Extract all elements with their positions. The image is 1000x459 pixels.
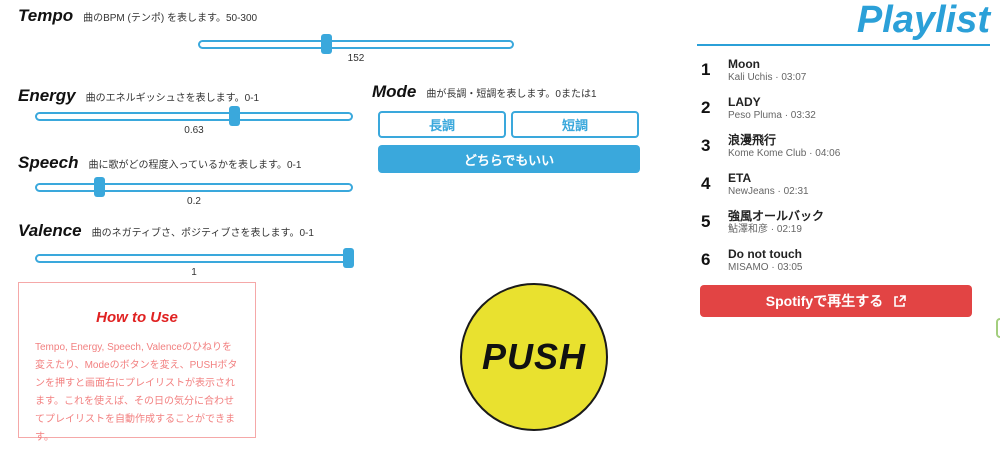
track-title: 浪漫飛行 (728, 133, 777, 147)
valence-value: 1 (191, 267, 197, 278)
tempo-slider-thumb[interactable] (321, 34, 333, 54)
mode-heading: Mode 曲が長調・短調を表します。0または1 (372, 82, 597, 102)
mode-label: Mode (372, 82, 417, 101)
track-row: 5 強風オールバック 鮎澤和彦 · 02:19 (701, 209, 973, 236)
track-subtitle: Kali Uchis · 03:07 (728, 72, 807, 83)
mode-major-button[interactable]: 長調 (378, 111, 506, 138)
speech-slider-thumb[interactable] (93, 177, 105, 197)
track-index: 2 (701, 98, 711, 117)
energy-description: 曲のエネルギッシュさを表します。0-1 (85, 93, 260, 104)
how-to-use-box: How to Use Tempo, Energy, Speech, Valenc… (18, 282, 256, 443)
track-index: 3 (701, 136, 711, 155)
energy-slider-thumb[interactable] (228, 106, 240, 126)
speech-heading: Speech 曲に歌がどの程度入っているかを表します。0-1 (18, 153, 301, 173)
playlist-divider (697, 44, 990, 46)
track-subtitle: Peso Pluma · 03:32 (728, 110, 816, 121)
tempo-label: Tempo (18, 6, 74, 25)
spotify-play-label: Spotifyで再生する (765, 293, 884, 309)
energy-slider[interactable] (35, 106, 353, 126)
track-subtitle: 鮎澤和彦 · 02:19 (728, 224, 802, 235)
speech-slider[interactable] (35, 177, 353, 197)
how-to-use-body: Tempo, Energy, Speech, Valenceのひねりを変えたり、… (35, 342, 238, 443)
track-index: 4 (701, 174, 711, 193)
tempo-heading: Tempo 曲のBPM (テンポ) を表します。50-300 (18, 6, 257, 26)
tempo-value: 152 (347, 53, 365, 64)
track-title: Do not touch (728, 247, 802, 261)
how-to-use-title: How to Use (96, 309, 178, 326)
mode-either-button[interactable]: どちらでもいい (378, 145, 640, 173)
track-row: 6 Do not touch MISAMO · 03:05 (701, 247, 973, 274)
valence-label: Valence (18, 221, 82, 240)
track-subtitle: NewJeans · 02:31 (728, 186, 809, 197)
valence-slider-thumb[interactable] (343, 248, 354, 268)
energy-heading: Energy 曲のエネルギッシュさを表します。0-1 (18, 86, 259, 106)
track-title: Moon (728, 57, 760, 71)
spotify-play-button[interactable]: Spotifyで再生する (700, 285, 972, 317)
track-title: 強風オールバック (728, 209, 825, 223)
tempo-slider[interactable] (198, 34, 514, 54)
valence-heading: Valence 曲のネガティブさ、ポジティブさを表します。0-1 (18, 221, 314, 241)
energy-label: Energy (18, 86, 76, 105)
tempo-description: 曲のBPM (テンポ) を表します。50-300 (83, 13, 258, 24)
track-subtitle: Kome Kome Club · 04:06 (728, 148, 841, 159)
track-row: 4 ETA NewJeans · 02:31 (701, 171, 973, 198)
track-row: 2 LADY Peso Pluma · 03:32 (701, 95, 973, 122)
track-row: 1 Moon Kali Uchis · 03:07 (701, 57, 973, 84)
valence-slider[interactable] (35, 248, 354, 268)
speech-value: 0.2 (187, 196, 201, 207)
track-subtitle: MISAMO · 03:05 (728, 262, 803, 273)
track-index: 6 (701, 250, 711, 269)
track-title: LADY (728, 95, 761, 109)
track-index: 1 (701, 60, 711, 79)
track-index: 5 (701, 212, 711, 231)
external-link-icon (893, 294, 907, 308)
energy-value: 0.63 (184, 125, 204, 136)
speech-label: Speech (18, 153, 79, 172)
track-title: ETA (728, 171, 752, 185)
mode-description: 曲が長調・短調を表します。0または1 (426, 89, 597, 100)
mode-minor-button[interactable]: 短調 (511, 111, 639, 138)
valence-description: 曲のネガティブさ、ポジティブさを表します。0-1 (91, 228, 314, 239)
speech-description: 曲に歌がどの程度入っているかを表します。0-1 (88, 160, 302, 171)
playlist-tracklist: 1 Moon Kali Uchis · 03:07 2 LADY Peso Pl… (701, 57, 973, 285)
push-button[interactable]: PUSH (460, 283, 608, 431)
track-row: 3 浪漫飛行 Kome Kome Club · 04:06 (701, 133, 973, 160)
playlist-title: Playlist (856, 0, 990, 41)
edge-widget[interactable] (996, 318, 1000, 338)
